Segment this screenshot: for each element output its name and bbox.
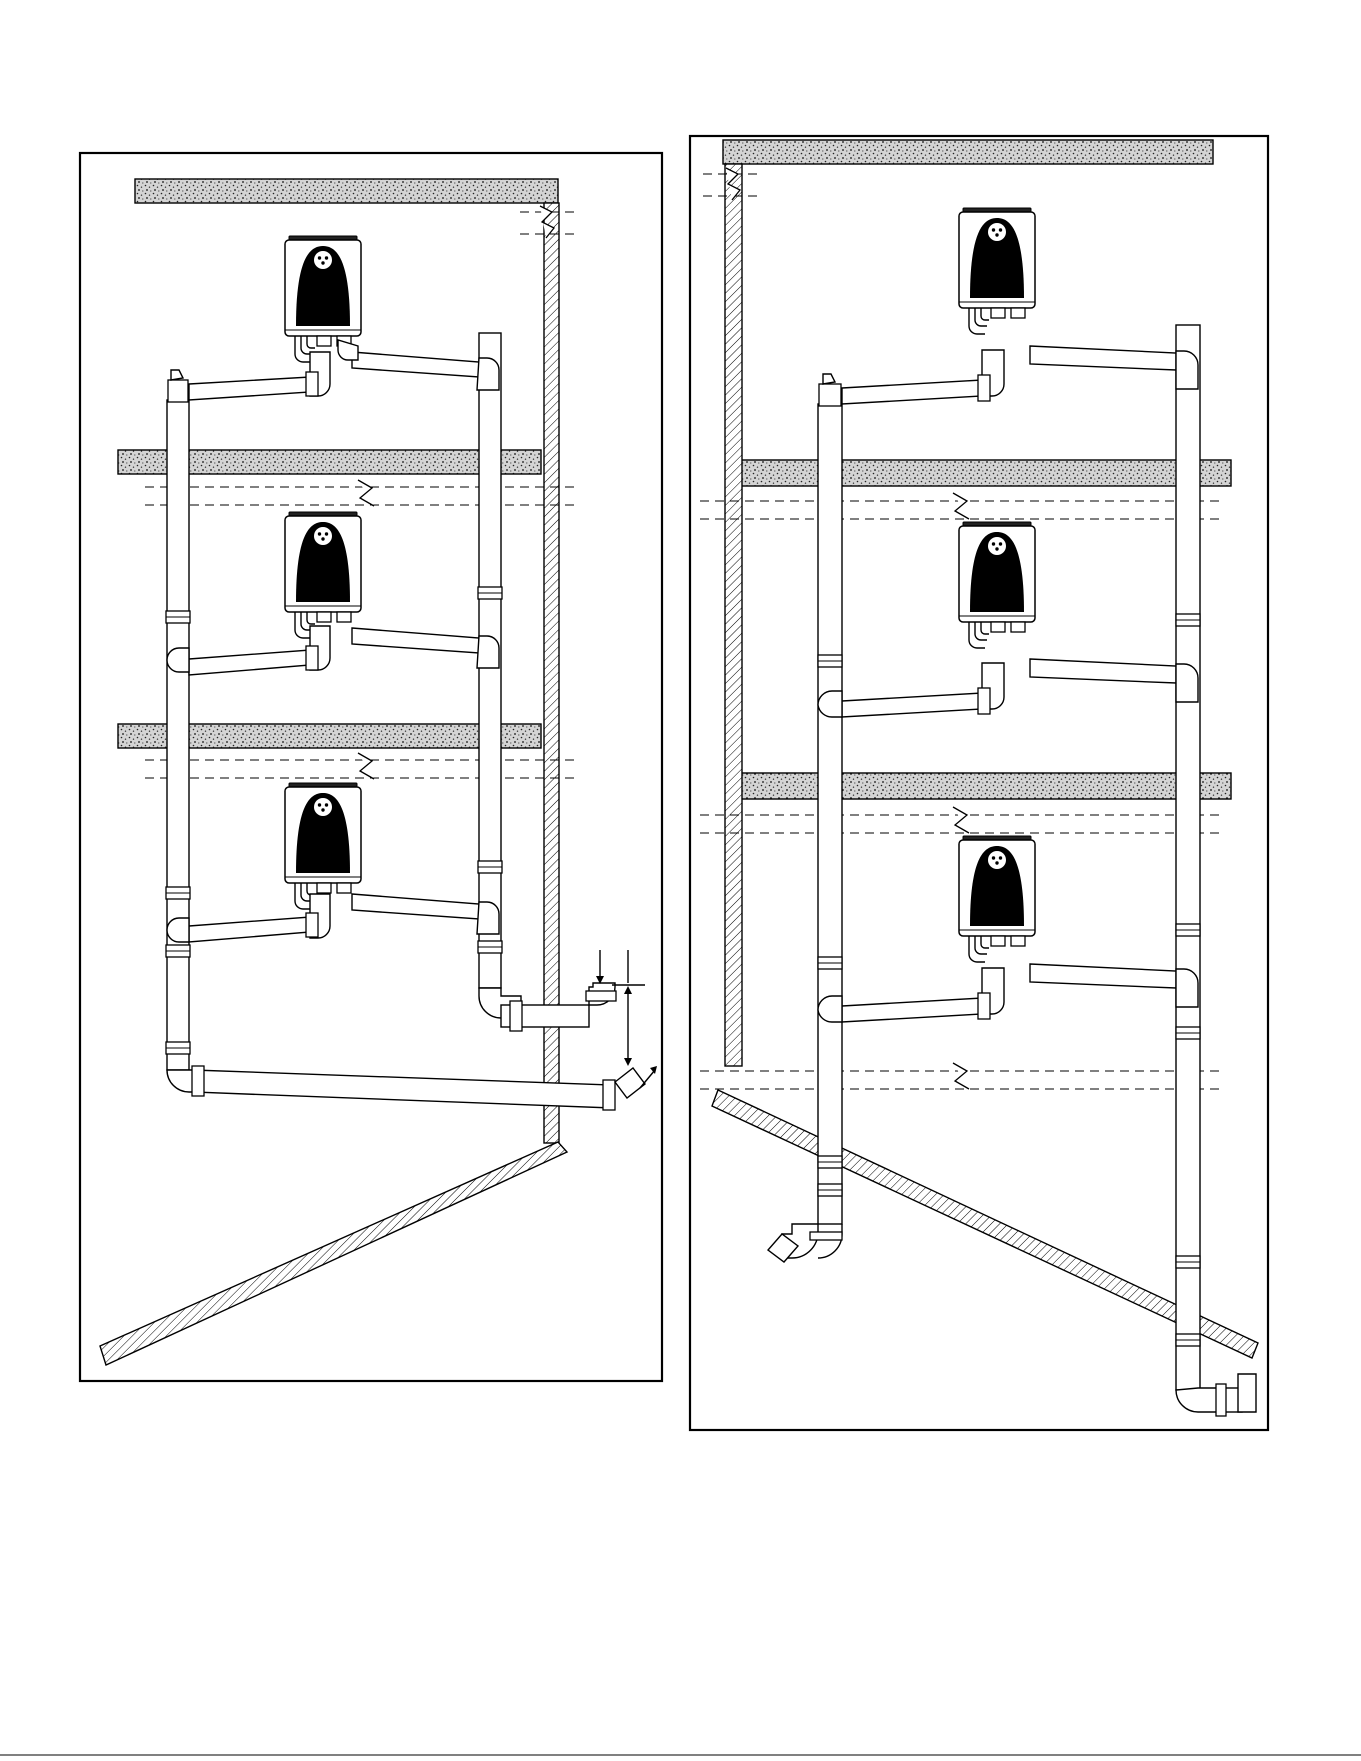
water-heater-middle: [285, 512, 361, 638]
exhaust-riser-left: [167, 400, 189, 1070]
water-heater-top-right: [959, 208, 1035, 334]
floor-slab-lower-right: [741, 773, 1231, 799]
ground-slope: [100, 1142, 567, 1365]
intake-termination-right: [1176, 1388, 1218, 1412]
exterior-wall: [544, 203, 559, 1143]
left-panel: [80, 153, 662, 1381]
roof-slab-right: [723, 140, 1213, 164]
exterior-wall-right: [725, 164, 742, 1066]
exhaust-cap-right: [819, 384, 841, 406]
exhaust-elbow-bottom: [167, 1070, 193, 1092]
intake-riser-right: [1176, 325, 1200, 1390]
water-heater-bottom-right: [959, 836, 1035, 962]
exhaust-cap-left: [168, 380, 188, 402]
roof-slab: [135, 179, 558, 203]
floor-slab-upper-right: [741, 460, 1231, 486]
water-heater-middle-right: [959, 522, 1035, 648]
exhaust-riser-right: [818, 404, 842, 1224]
water-heater-bottom: [285, 783, 361, 909]
right-panel: [690, 136, 1268, 1430]
